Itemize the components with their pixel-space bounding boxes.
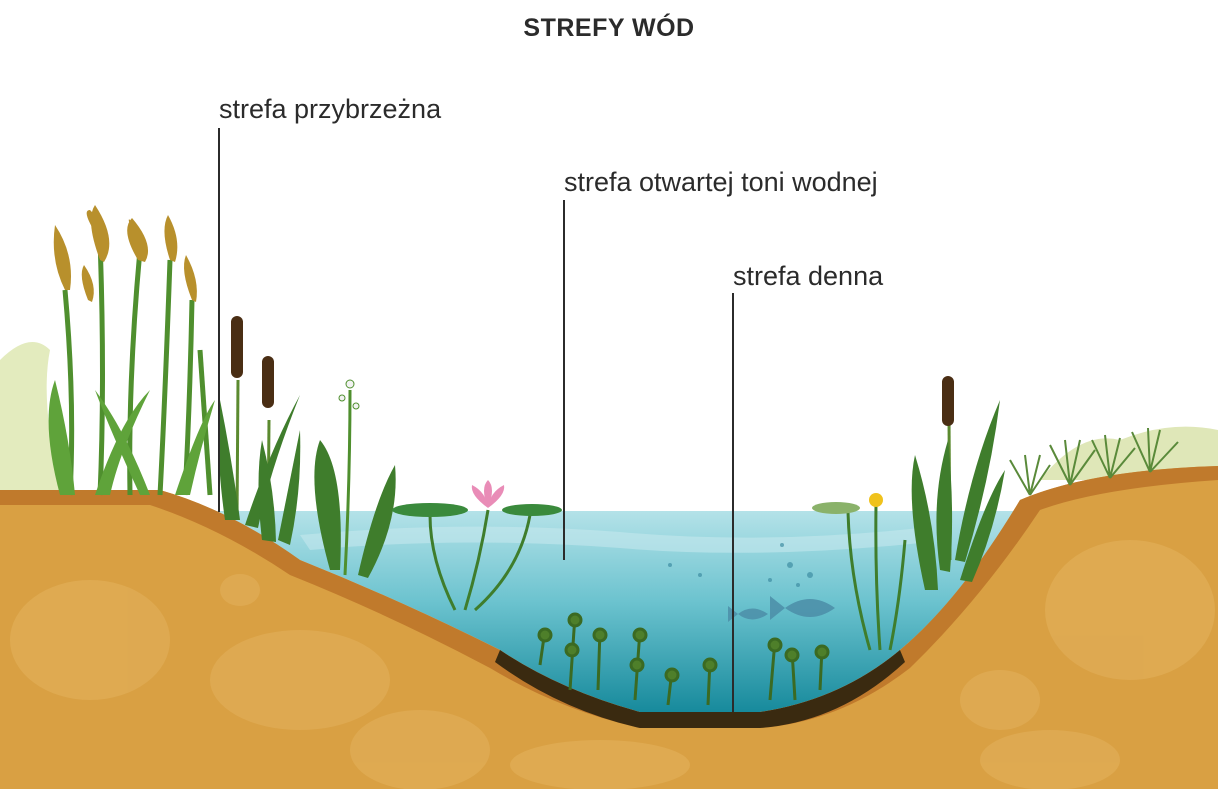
diagram-title: STREFY WÓD [0,14,1218,43]
label-bottom-zone: strefa denna [733,261,883,292]
cattail-plants-left [218,316,300,545]
label-open-water-zone: strefa otwartej toni wodnej [564,167,878,198]
label-coastal-zone: strefa przybrzeżna [219,94,441,125]
reed-plants [49,205,215,495]
